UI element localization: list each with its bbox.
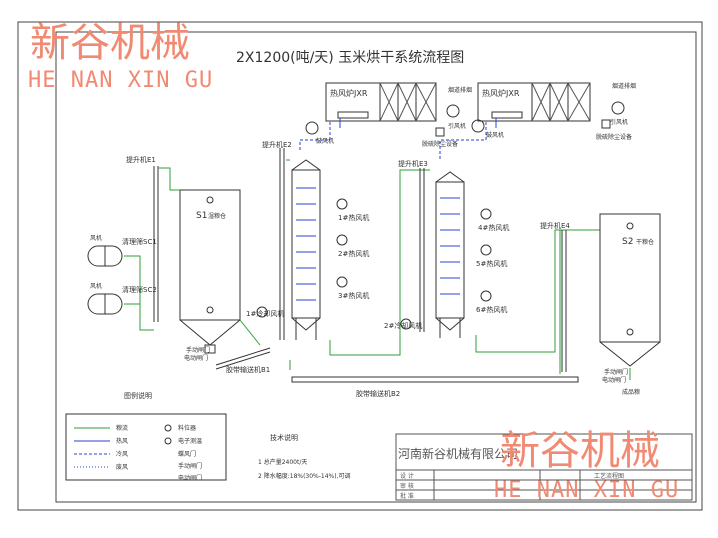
tech-title: 技术说明 (270, 433, 298, 442)
legend-item-electric: 电动闸门 (178, 474, 202, 482)
furnace-2 (477, 82, 591, 122)
wet-bin-s1 (179, 189, 241, 354)
dryer-tower-1 (291, 159, 321, 340)
induced-fan-2-label: 引风机 (610, 118, 628, 126)
legend-item-level: 料位器 (178, 424, 196, 432)
furnace-1-label: 热风炉JXR (330, 88, 368, 98)
gate-1-electric-label: 电动闸门 (184, 354, 208, 362)
title-cell-approve: 批 准 (400, 492, 414, 500)
belt-conveyor-b2 (291, 376, 579, 383)
belt-conveyor-b2-label: 胶带输送机B2 (356, 389, 400, 398)
cleaner-sc1-fan-label: 风机 (90, 234, 102, 242)
hot-air-lines (299, 118, 497, 160)
blower-2-label: 鼓风机 (486, 131, 504, 139)
elevator-e2-label: 提升机E2 (262, 140, 292, 149)
drawing-title: 2X1200(吨/天) 玉米烘干系统流程图 (236, 50, 464, 66)
gate-1-manual-label: 手动闸门 (186, 346, 210, 354)
cooling-fan-1-icon (256, 306, 268, 318)
watermark-top-english: HE NAN XIN GU (28, 68, 214, 93)
furnace-1 (325, 82, 437, 122)
watermark-bottom-english: HE NAN XIN GU (494, 478, 680, 503)
legend-item-waste: 废风 (116, 463, 128, 471)
cleaner-sc1-label: 清理筛SC1 (122, 237, 157, 246)
title-block (395, 433, 693, 501)
blower-1-icon (305, 121, 319, 135)
drawing-frame-inner (55, 31, 697, 503)
tech-line-2: 2 降水幅度:18%(30%-14%),可调 (258, 472, 351, 480)
hot-fan-1-icon (336, 198, 348, 210)
watermark-top-chinese: 新谷机械 (30, 20, 190, 66)
cooling-fan-1-label: 1#冷却风机 (246, 309, 284, 318)
legend-item-butterfly: 蝶风门 (178, 450, 196, 458)
hot-fan-2-icon (336, 234, 348, 246)
tech-line-1: 1 总产量2400t/天 (258, 458, 307, 466)
belt-conveyor-b1 (215, 347, 271, 370)
wet-bin-s1-label: S1 (196, 211, 207, 221)
cooling-fan-2-label: 2#冷却风机 (384, 321, 422, 330)
hot-fan-3-icon (336, 276, 348, 288)
cleaner-sc2-label: 清理筛SC2 (122, 285, 157, 294)
dust-remover-2-icon (601, 119, 611, 129)
hot-fan-5-label: 5#热风机 (476, 259, 507, 268)
hot-fan-4-label: 4#热风机 (478, 223, 509, 232)
legend-box: 图例说明 粮流 热风 冷风 废风 料位器 电子测温 蝶风门 手动闸门 电动闸门 (65, 391, 227, 482)
furnace-2-label: 热风炉JXR (482, 88, 520, 98)
legend-item-grain: 粮流 (116, 424, 128, 432)
hot-fan-2-label: 2#热风机 (338, 249, 369, 258)
legend-item-cold: 冷风 (116, 450, 128, 458)
wet-bin-s1-sub: 湿粮仓 (208, 212, 226, 220)
smoke-2-label: 烟道排烟 (612, 82, 636, 90)
hot-fan-5-icon (480, 244, 492, 256)
title-cell-design: 设 计 (400, 472, 414, 480)
elevator-e1-label: 提升机E1 (126, 155, 156, 164)
hot-fan-6-label: 6#热风机 (476, 305, 507, 314)
cleaner-sc2 (87, 293, 123, 315)
grain-flow-lines (124, 159, 631, 380)
hot-fan-1-label: 1#热风机 (338, 213, 369, 222)
hot-fan-4-icon (480, 208, 492, 220)
induced-fan-1-label: 引风机 (448, 122, 466, 130)
smoke-1-label: 烟道排烟 (448, 86, 472, 94)
dry-bin-s2 (599, 213, 661, 367)
dryer-tower-2 (435, 171, 465, 338)
dry-bin-s2-label: S2 (622, 237, 633, 247)
belt-conveyor-b1-label: 胶带输送机B1 (226, 365, 270, 374)
elevator-e3-label: 提升机E3 (398, 159, 428, 168)
cooling-fan-2-icon (400, 318, 412, 330)
dust-remover-2-label: 脱硫除尘设备 (596, 133, 632, 141)
blower-2-icon (471, 119, 485, 133)
hot-fan-6-icon (480, 290, 492, 302)
dry-bin-s2-sub: 干粮仓 (636, 238, 654, 246)
title-cell-review: 审 核 (400, 482, 414, 490)
legend-title: 图例说明 (124, 391, 152, 400)
legend-item-manual: 手动闸门 (178, 462, 202, 470)
legend-item-hot: 热风 (116, 437, 128, 445)
legend-item-temp: 电子测温 (178, 437, 202, 445)
hot-fan-3-label: 3#热风机 (338, 291, 369, 300)
blower-1-label: 鼓风机 (316, 137, 334, 145)
induced-fan-1-icon (446, 104, 460, 118)
cleaner-sc1 (87, 245, 123, 267)
elevator-e4-label: 提升机E4 (540, 221, 570, 230)
gate-2-manual-label: 手动闸门 (604, 368, 628, 376)
drawing-frame-outer (17, 21, 703, 511)
outlet-label: 成品粮 (622, 388, 640, 396)
watermark-bottom-chinese: 新谷机械 (500, 428, 660, 474)
title-cell-drawing: 工艺流程图 (594, 472, 624, 480)
company-name: 河南新谷机械有限公司 (398, 446, 518, 461)
induced-fan-2-icon (611, 101, 625, 115)
dust-remover-1-icon (435, 127, 445, 137)
gate-2-electric-label: 电动闸门 (602, 376, 626, 384)
cleaner-sc2-fan-label: 风机 (90, 282, 102, 290)
